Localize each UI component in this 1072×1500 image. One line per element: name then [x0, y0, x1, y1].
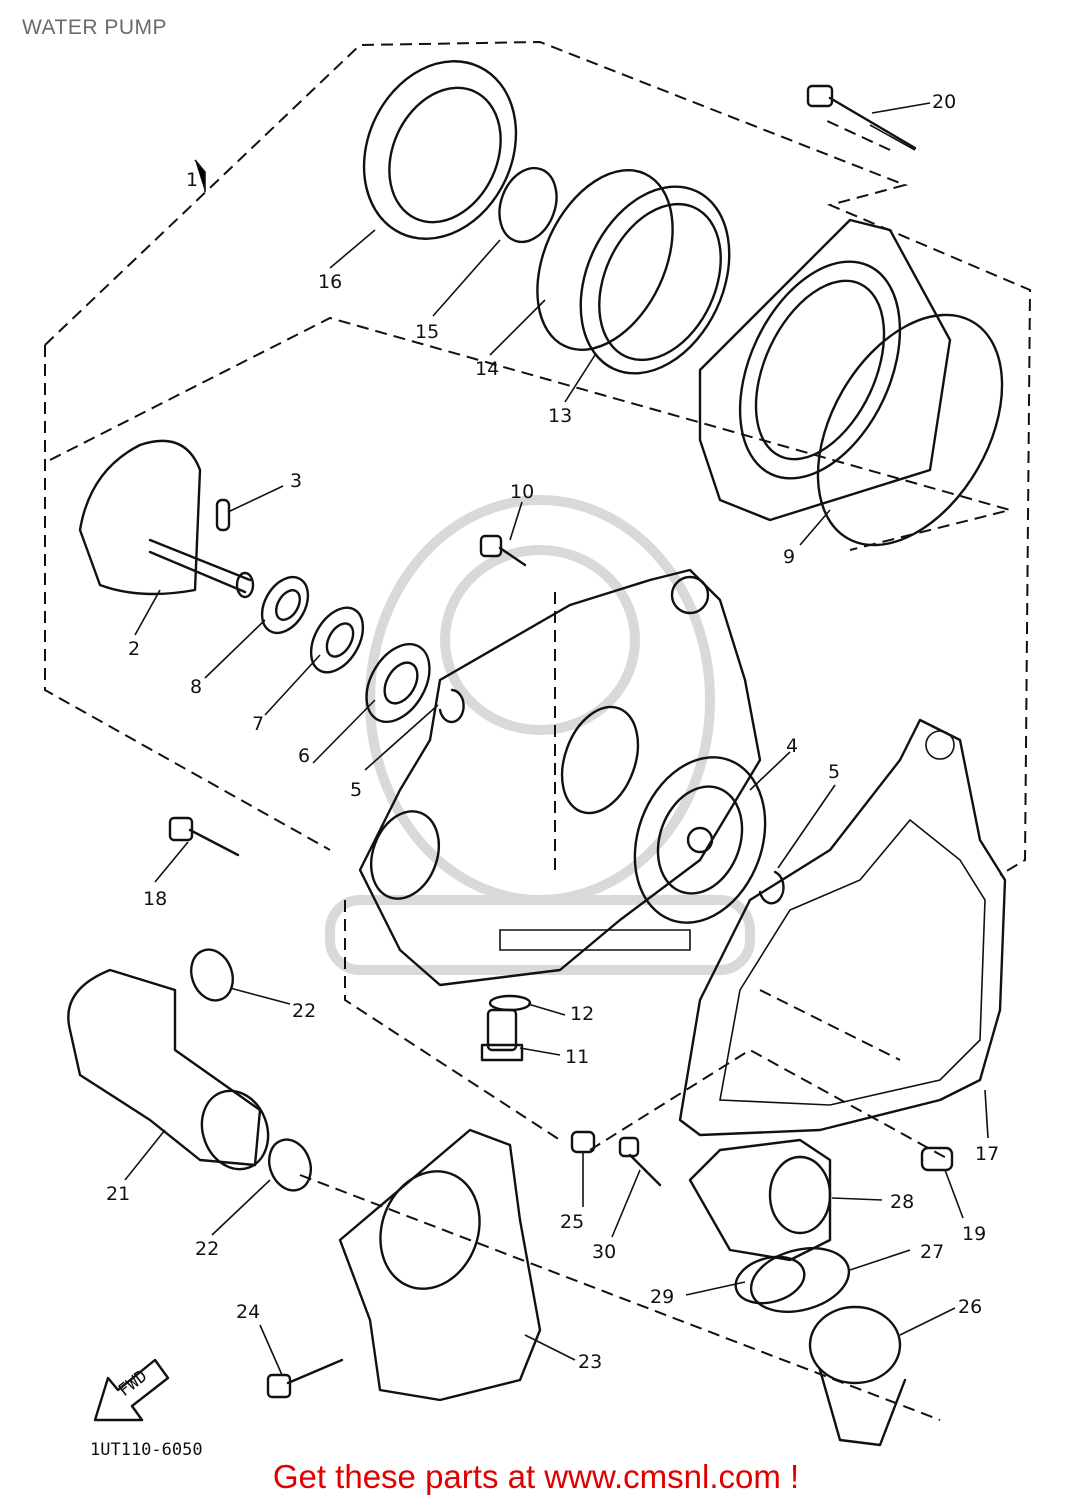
part-5-circlip-right: [758, 870, 785, 905]
callout-5-right: 5: [828, 761, 840, 783]
callout-23: 23: [578, 1351, 602, 1373]
diagram-code: 1UT110-6050: [90, 1440, 203, 1460]
part-26-thermostat: [808, 1305, 907, 1447]
part-6-bearing: [365, 643, 431, 723]
callout-14: 14: [475, 358, 499, 380]
callout-12: 12: [570, 1003, 594, 1025]
part-3-pin: [215, 498, 231, 532]
part-7-bearing: [309, 606, 365, 674]
part-2-impeller-shaft: [78, 439, 255, 599]
callout-10: 10: [510, 481, 534, 503]
callout-22-upper: 22: [292, 1000, 316, 1022]
part-22-o-ring-lower: [268, 1138, 312, 1192]
callout-26: 26: [958, 1296, 982, 1318]
callout-4: 4: [786, 735, 798, 757]
watermark-logo: [325, 495, 755, 975]
callout-leader-lines: [124, 102, 989, 1376]
part-13-seal: [579, 185, 731, 375]
callout-15: 15: [415, 321, 439, 343]
callout-20: 20: [932, 91, 956, 113]
part-17-gasket: [678, 718, 1007, 1137]
callout-28: 28: [890, 1191, 914, 1213]
front-direction-arrow: FWD: [93, 1358, 170, 1422]
part-23-thermostat-housing: [338, 1128, 542, 1402]
part-9-o-ring: [816, 313, 1004, 547]
part-8-bearing: [260, 575, 310, 635]
pump-cover: [698, 218, 952, 522]
part-30-bolt: [618, 1136, 662, 1187]
part-10-bolt: [479, 534, 527, 567]
callout-3: 3: [290, 470, 302, 492]
callout-18: 18: [143, 888, 167, 910]
callout-13: 13: [548, 405, 572, 427]
part-20-bolt: [806, 84, 917, 151]
part-24-bolt: [266, 1358, 344, 1399]
callout-17: 17: [975, 1143, 999, 1165]
part-12-washer: [488, 994, 532, 1012]
part-27-o-ring: [749, 1247, 851, 1313]
part-22-o-ring-upper: [190, 948, 234, 1002]
part-28-thermostat-cover: [688, 1138, 832, 1262]
part-18-bolt: [168, 816, 240, 857]
part-29-gasket: [734, 1255, 806, 1305]
callout-2: 2: [128, 638, 140, 660]
parts-link-banner[interactable]: Get these parts at www.cmsnl.com !: [272, 1458, 800, 1495]
callout-25: 25: [560, 1211, 584, 1233]
part-14-o-ring: [536, 169, 674, 351]
callout-9: 9: [783, 546, 795, 568]
part-15-cap: [498, 166, 558, 244]
callout-27: 27: [920, 1241, 944, 1263]
callout-24: 24: [236, 1301, 260, 1323]
part-5-circlip-left: [438, 688, 465, 724]
page-title: WATER PUMP: [22, 16, 167, 39]
callout-21: 21: [106, 1183, 130, 1205]
part-19-plug: [920, 1146, 954, 1172]
callout-30: 30: [592, 1241, 616, 1263]
callout-19: 19: [962, 1223, 986, 1245]
part-16-oil-seal: [362, 60, 518, 240]
callout-7: 7: [252, 713, 264, 735]
callout-29: 29: [650, 1286, 674, 1308]
pump-housing: [358, 568, 762, 987]
callout-6: 6: [298, 745, 310, 767]
callout-5-left: 5: [350, 779, 362, 801]
callout-22-lower: 22: [195, 1238, 219, 1260]
callout-8: 8: [190, 676, 202, 698]
part-11-bolt: [480, 1008, 524, 1062]
callout-1: 1: [186, 169, 198, 191]
callout-16: 16: [318, 271, 342, 293]
callout-11: 11: [565, 1046, 589, 1068]
callout-labels: 1 2 3 4 5 5 6 7 8 9 10 11 12 13 14 15 16…: [106, 91, 999, 1373]
part-4-gear: [633, 756, 767, 924]
part-21-water-pipe: [67, 968, 270, 1171]
assembly-boundary-lines: [44, 40, 1032, 1421]
